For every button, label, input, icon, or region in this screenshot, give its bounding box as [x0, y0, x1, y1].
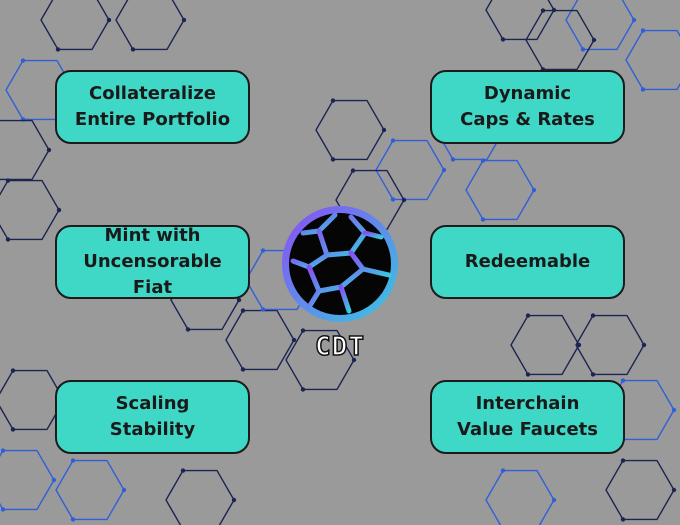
- network-node: [540, 8, 546, 13]
- network-node: [260, 248, 266, 253]
- network-node: [291, 337, 297, 343]
- network-node: [401, 197, 407, 203]
- network-node: [55, 47, 61, 52]
- network-node: [390, 138, 396, 143]
- network-node: [330, 98, 336, 103]
- network-node: [300, 328, 306, 333]
- network-node: [640, 28, 646, 33]
- feature-redeemable: Redeemable: [430, 225, 625, 299]
- network-node: [180, 468, 186, 473]
- network-hexagon: [510, 314, 580, 376]
- network-node: [350, 168, 356, 173]
- network-node: [620, 517, 626, 522]
- network-node: [240, 308, 246, 313]
- network-hexagon: [605, 459, 675, 521]
- network-hexagon: [525, 9, 595, 71]
- network-node: [46, 147, 52, 153]
- network-node: [121, 487, 127, 493]
- network-hexagon: [285, 329, 355, 391]
- feature-dynamic-caps-rates: Dynamic Caps & Rates: [430, 70, 625, 144]
- network-node: [260, 307, 266, 312]
- network-node: [300, 387, 306, 392]
- network-node: [5, 178, 11, 183]
- network-node: [631, 17, 637, 23]
- network-hexagon: [575, 314, 645, 376]
- network-node: [130, 47, 136, 52]
- cdt-label: CDT: [314, 331, 365, 363]
- network-node: [51, 477, 57, 483]
- network-node: [231, 497, 237, 503]
- network-hexagon: [565, 0, 635, 51]
- network-node: [0, 448, 6, 453]
- network-hexagon: [465, 159, 535, 221]
- network-node: [671, 407, 677, 413]
- network-hexagon: [625, 29, 680, 91]
- network-node: [500, 468, 506, 473]
- network-node: [70, 458, 76, 463]
- network-node: [641, 342, 647, 348]
- network-hexagon: [115, 0, 185, 51]
- network-hexagon: [0, 179, 60, 241]
- network-node: [240, 367, 246, 372]
- network-hexagon: [55, 459, 125, 521]
- network-node: [480, 217, 486, 222]
- network-node: [551, 497, 557, 503]
- network-node: [106, 17, 112, 23]
- network-node: [441, 167, 447, 173]
- network-node: [450, 157, 456, 162]
- network-node: [181, 17, 187, 23]
- cdt-logo-icon: [282, 206, 398, 322]
- network-node: [590, 372, 596, 377]
- network-node: [390, 197, 396, 202]
- network-node: [525, 372, 531, 377]
- network-hexagon: [0, 119, 50, 181]
- network-node: [5, 237, 11, 242]
- network-hexagon: [485, 469, 555, 525]
- network-node: [580, 47, 586, 52]
- network-node: [576, 342, 582, 348]
- network-node: [56, 207, 62, 213]
- network-node: [590, 313, 596, 318]
- network-node: [500, 37, 506, 42]
- network-node: [330, 157, 336, 162]
- network-hexagon: [485, 0, 555, 41]
- network-hexagon: [335, 169, 405, 231]
- network-hexagon: [225, 309, 295, 371]
- network-node: [531, 187, 537, 193]
- network-node: [20, 58, 26, 63]
- network-node: [0, 507, 6, 512]
- network-hexagon: [315, 99, 385, 161]
- network-node: [351, 357, 357, 363]
- network-node: [70, 517, 76, 522]
- network-node: [620, 458, 626, 463]
- network-node: [525, 313, 531, 318]
- network-node: [381, 127, 387, 133]
- network-node: [591, 37, 597, 43]
- network-hexagon: [165, 469, 235, 525]
- network-node: [185, 327, 191, 332]
- feature-interchain-value-faucets: Interchain Value Faucets: [430, 380, 625, 454]
- network-node: [671, 487, 677, 493]
- network-hexagon: [40, 0, 110, 51]
- network-node: [640, 87, 646, 92]
- feature-collateralize-portfolio: Collateralize Entire Portfolio: [55, 70, 250, 144]
- network-hexagon: [0, 369, 65, 431]
- network-node: [10, 427, 16, 432]
- feature-scaling-stability: Scaling Stability: [55, 380, 250, 454]
- network-hexagon: [0, 449, 55, 511]
- feature-mint-uncensorable-fiat: Mint with Uncensorable Fiat: [55, 225, 250, 299]
- network-node: [10, 368, 16, 373]
- network-node: [620, 378, 626, 383]
